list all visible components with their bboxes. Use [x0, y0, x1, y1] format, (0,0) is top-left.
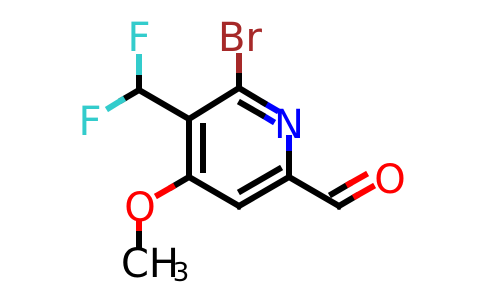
bond-c5-c6 [234, 172, 294, 211]
bond-c4-c5 [184, 172, 244, 211]
bond-c3-chf2 [134, 85, 194, 124]
methyl-subscript: 3 [173, 258, 190, 288]
bond-n-c2 [234, 83, 269, 108]
aldehyde-oxygen-label: O [374, 157, 405, 203]
bromine-label: Br [218, 15, 262, 61]
bond-n-c2-inner [236, 98, 267, 120]
bond-c4-o-colored [153, 182, 177, 200]
bond-cho-o [334, 191, 361, 211]
methoxy-oxygen-label: O [124, 185, 155, 231]
methyl-label: CH [121, 241, 179, 287]
bond-cho-o-second-colored [344, 170, 370, 189]
bond-cho-o-colored [351, 182, 377, 201]
bond-c5-c6-inner [236, 164, 284, 196]
fluorine-left-label: F [78, 99, 101, 145]
bond-c6-cho [284, 172, 344, 211]
bond-c2-c3 [184, 83, 244, 124]
bond-c4-o [167, 172, 194, 192]
bond-chf2-fleft [117, 85, 144, 105]
pyridine-ring [184, 83, 294, 211]
fluorine-top-label: F [127, 15, 150, 61]
nitrogen-label: N [274, 102, 304, 148]
bond-chf2-fleft-colored [104, 95, 127, 113]
bond-cho-o-second [327, 179, 354, 199]
